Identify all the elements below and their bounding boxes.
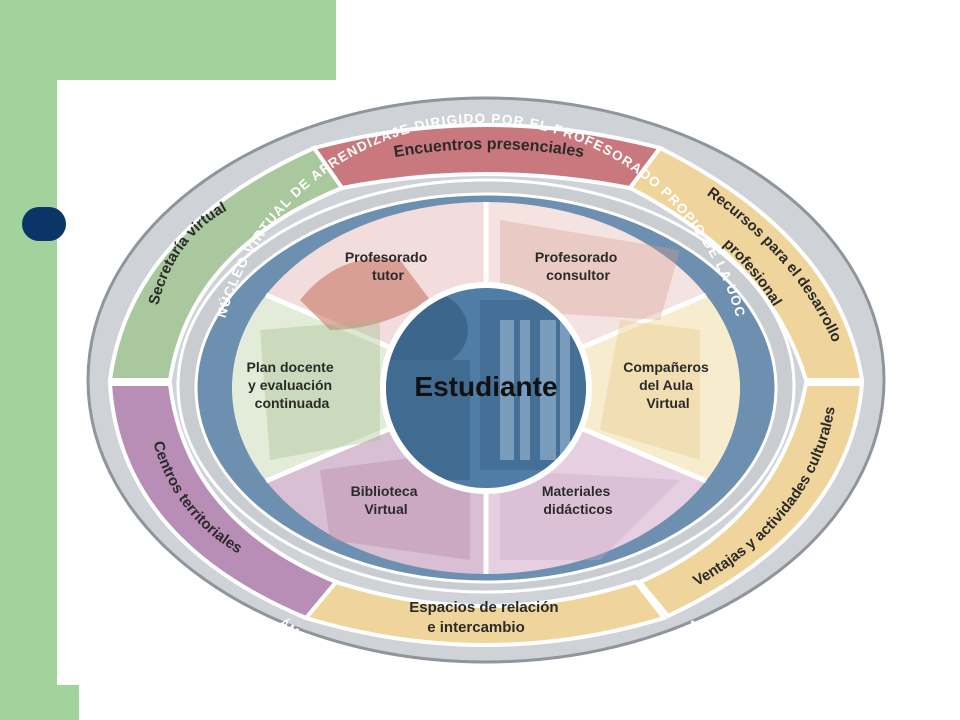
segment-ventajas-actividades bbox=[636, 382, 865, 619]
slide-green-left-bar bbox=[0, 80, 57, 720]
label-companeros: Compañeros del Aula Virtual bbox=[623, 359, 712, 411]
segment-recursos-desarrollo bbox=[626, 145, 865, 382]
segment-espacios-relacion bbox=[302, 579, 668, 647]
label-espacios: Espacios de relación e intercambio bbox=[409, 599, 562, 636]
slide-green-top-bar bbox=[0, 0, 336, 80]
center-label: Estudiante bbox=[414, 371, 557, 402]
label-plan-docente: Plan docente y evaluación continuada bbox=[246, 359, 337, 411]
label-biblioteca: Biblioteca Virtual bbox=[351, 483, 422, 517]
label-materiales: Materiales didácticos bbox=[542, 483, 614, 517]
segment-secretaria-virtual bbox=[107, 145, 346, 382]
slide-green-bottom-stub bbox=[57, 685, 79, 720]
wedge-companeros bbox=[486, 295, 741, 481]
label-profesorado-tutor: Profesorado tutor bbox=[345, 249, 431, 283]
segment-centros-territoriales bbox=[107, 382, 340, 621]
label-profesorado-consultor: Profesorado consultor bbox=[535, 249, 621, 283]
wedge-plan-docente bbox=[231, 295, 486, 481]
bullet-marker bbox=[22, 207, 66, 241]
